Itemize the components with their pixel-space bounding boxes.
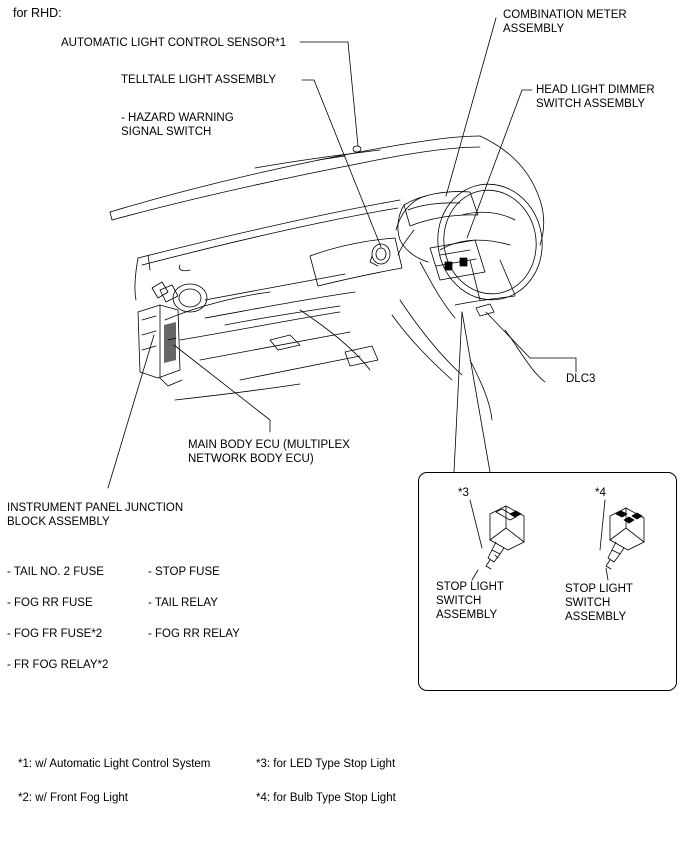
hazard-label: - HAZARD WARNING SIGNAL SWITCH [121, 112, 234, 138]
footnote-3: *3: for LED Type Stop Light [256, 758, 396, 770]
footnote-2: *2: w/ Front Fog Light [18, 792, 128, 804]
combination-meter-label: COMBINATION METER ASSEMBLY [503, 9, 627, 35]
header-label: for RHD: [13, 6, 62, 20]
stop-light-switch-led-label: STOP LIGHT SWITCH ASSEMBLY [436, 581, 504, 621]
dimmer-switch-label: HEAD LIGHT DIMMER SWITCH ASSEMBLY [536, 84, 655, 110]
fuse-item: - FR FOG RELAY*2 [7, 659, 109, 671]
footnote-1: *1: w/ Automatic Light Control System [18, 758, 211, 770]
footnote-4: *4: for Bulb Type Stop Light [256, 792, 396, 804]
inset-mark-4: *4 [595, 487, 606, 499]
dlc3-label: DLC3 [566, 373, 596, 385]
inset-mark-3: *3 [458, 487, 469, 499]
junction-block-label: INSTRUMENT PANEL JUNCTION BLOCK ASSEMBLY [7, 502, 184, 528]
stop-light-switch-bulb-label: STOP LIGHT SWITCH ASSEMBLY [565, 583, 633, 623]
sensor-label: AUTOMATIC LIGHT CONTROL SENSOR*1 [61, 37, 287, 49]
stop-light-switch-inset [418, 472, 677, 691]
fuse-item: - STOP FUSE [148, 566, 220, 578]
fuse-item: - FOG RR RELAY [148, 628, 240, 640]
telltale-label: TELLTALE LIGHT ASSEMBLY [121, 74, 277, 86]
fuse-item: - FOG FR FUSE*2 [7, 628, 103, 640]
fuse-item: - FOG RR FUSE [7, 597, 93, 609]
fuse-item: - TAIL RELAY [148, 597, 218, 609]
fuse-item: - TAIL NO. 2 FUSE [7, 566, 104, 578]
main-body-ecu-label: MAIN BODY ECU (MULTIPLEX NETWORK BODY EC… [188, 439, 350, 465]
